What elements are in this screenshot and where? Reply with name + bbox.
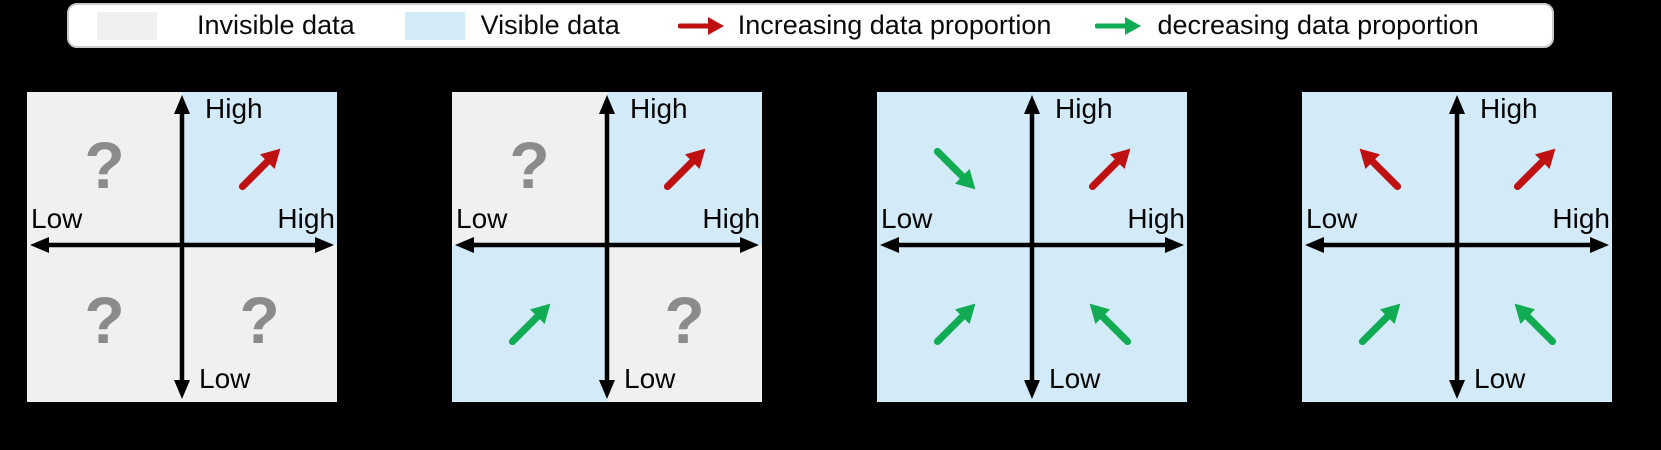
axis-label-top: High — [205, 93, 263, 124]
quadrant-tl-invisible: ? — [452, 92, 607, 245]
axis-label-right: High — [277, 203, 335, 234]
decreasing-arrow-icon — [1089, 303, 1131, 345]
increasing-arrow-icon — [677, 16, 724, 35]
quadrant-bl-invisible: ? — [27, 245, 182, 402]
quadrant-tl-visible — [877, 92, 1032, 245]
increasing-arrow-icon — [238, 148, 280, 190]
quadrant-bl-visible — [877, 245, 1032, 402]
legend-label-increasing: Increasing data proportion — [737, 10, 1052, 40]
increasing-arrow-icon — [1513, 148, 1555, 190]
question-mark: ? — [239, 282, 280, 357]
question-mark: ? — [84, 282, 125, 357]
quadrant-br-visible — [1032, 245, 1187, 402]
axis-label-left: Low — [1306, 203, 1358, 234]
axis-label-left: Low — [881, 203, 933, 234]
axis-label-bottom: Low — [624, 363, 676, 394]
legend-label-visible-data: Visible data — [480, 10, 620, 40]
axis-label-bottom: Low — [199, 363, 251, 394]
decreasing-arrow-icon — [933, 303, 975, 345]
axis-label-bottom: Low — [1474, 363, 1526, 394]
quadrant-br-invisible: ? — [607, 245, 762, 402]
decreasing-arrow-icon — [508, 303, 550, 345]
axis-label-left: Low — [31, 203, 83, 234]
visible-data-swatch — [404, 11, 465, 40]
legend-label-invisible-data: Invisible data — [197, 10, 355, 40]
increasing-arrow-icon — [1359, 148, 1401, 190]
decreasing-arrow-icon — [1095, 16, 1142, 35]
legend-bar: Invisible data Visible data Increasing d… — [67, 3, 1554, 48]
axis-label-right: High — [1127, 203, 1185, 234]
axis-label-right: High — [1552, 203, 1610, 234]
axis-label-top: High — [1055, 93, 1113, 124]
legend-label-decreasing: decreasing data proportion — [1157, 10, 1479, 40]
question-mark: ? — [84, 127, 125, 202]
quadrant-bl-visible — [452, 245, 607, 402]
decreasing-arrow-icon — [1514, 303, 1556, 345]
axis-label-top: High — [1480, 93, 1538, 124]
quadrant-tl-visible — [1302, 92, 1457, 245]
question-mark: ? — [509, 127, 550, 202]
decreasing-arrow-icon — [933, 147, 975, 189]
axis-label-right: High — [702, 203, 760, 234]
quadrant-tr-visible — [1032, 92, 1187, 245]
invisible-data-swatch — [97, 11, 157, 40]
quadrant-br-invisible: ? — [182, 245, 337, 402]
increasing-arrow-icon — [663, 148, 705, 190]
axis-label-left: Low — [456, 203, 508, 234]
question-mark: ? — [664, 282, 705, 357]
axis-label-top: High — [630, 93, 688, 124]
quadrant-br-visible — [1457, 245, 1612, 402]
decreasing-arrow-icon — [1358, 303, 1400, 345]
increasing-arrow-icon — [1088, 148, 1130, 190]
quadrant-bl-visible — [1302, 245, 1457, 402]
axis-label-bottom: Low — [1049, 363, 1101, 394]
quadrant-tl-invisible: ? — [27, 92, 182, 245]
quadrant-tr-visible — [1457, 92, 1612, 245]
quadrant-tr-visible — [182, 92, 337, 245]
quadrant-tr-visible — [607, 92, 762, 245]
